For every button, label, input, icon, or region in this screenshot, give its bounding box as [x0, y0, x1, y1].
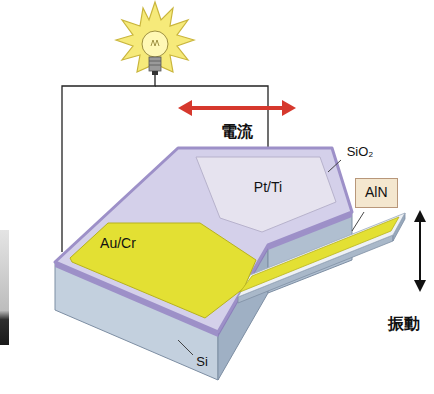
- vibration-label: 振動: [388, 315, 420, 333]
- electrode-label: Pt/Ti: [254, 180, 282, 195]
- light-bulb: [116, 2, 194, 75]
- vibration-arrow: [414, 210, 426, 292]
- cantilever: [238, 213, 405, 303]
- electrode-label: Au/Cr: [100, 236, 136, 251]
- leader-line: [178, 160, 364, 355]
- photo-strip: [0, 230, 9, 345]
- material-box: AlN: [355, 178, 398, 208]
- current-label: 電流: [221, 123, 253, 141]
- aln-electrode-strip: [240, 217, 399, 292]
- pt-ti-electrode: [196, 157, 336, 232]
- substrate-label: Si: [196, 355, 208, 369]
- material-name: AlN: [365, 185, 388, 200]
- layer-label: SiO₂: [347, 145, 374, 159]
- au-cr-electrode: [70, 223, 256, 318]
- current-arrow: [178, 100, 296, 116]
